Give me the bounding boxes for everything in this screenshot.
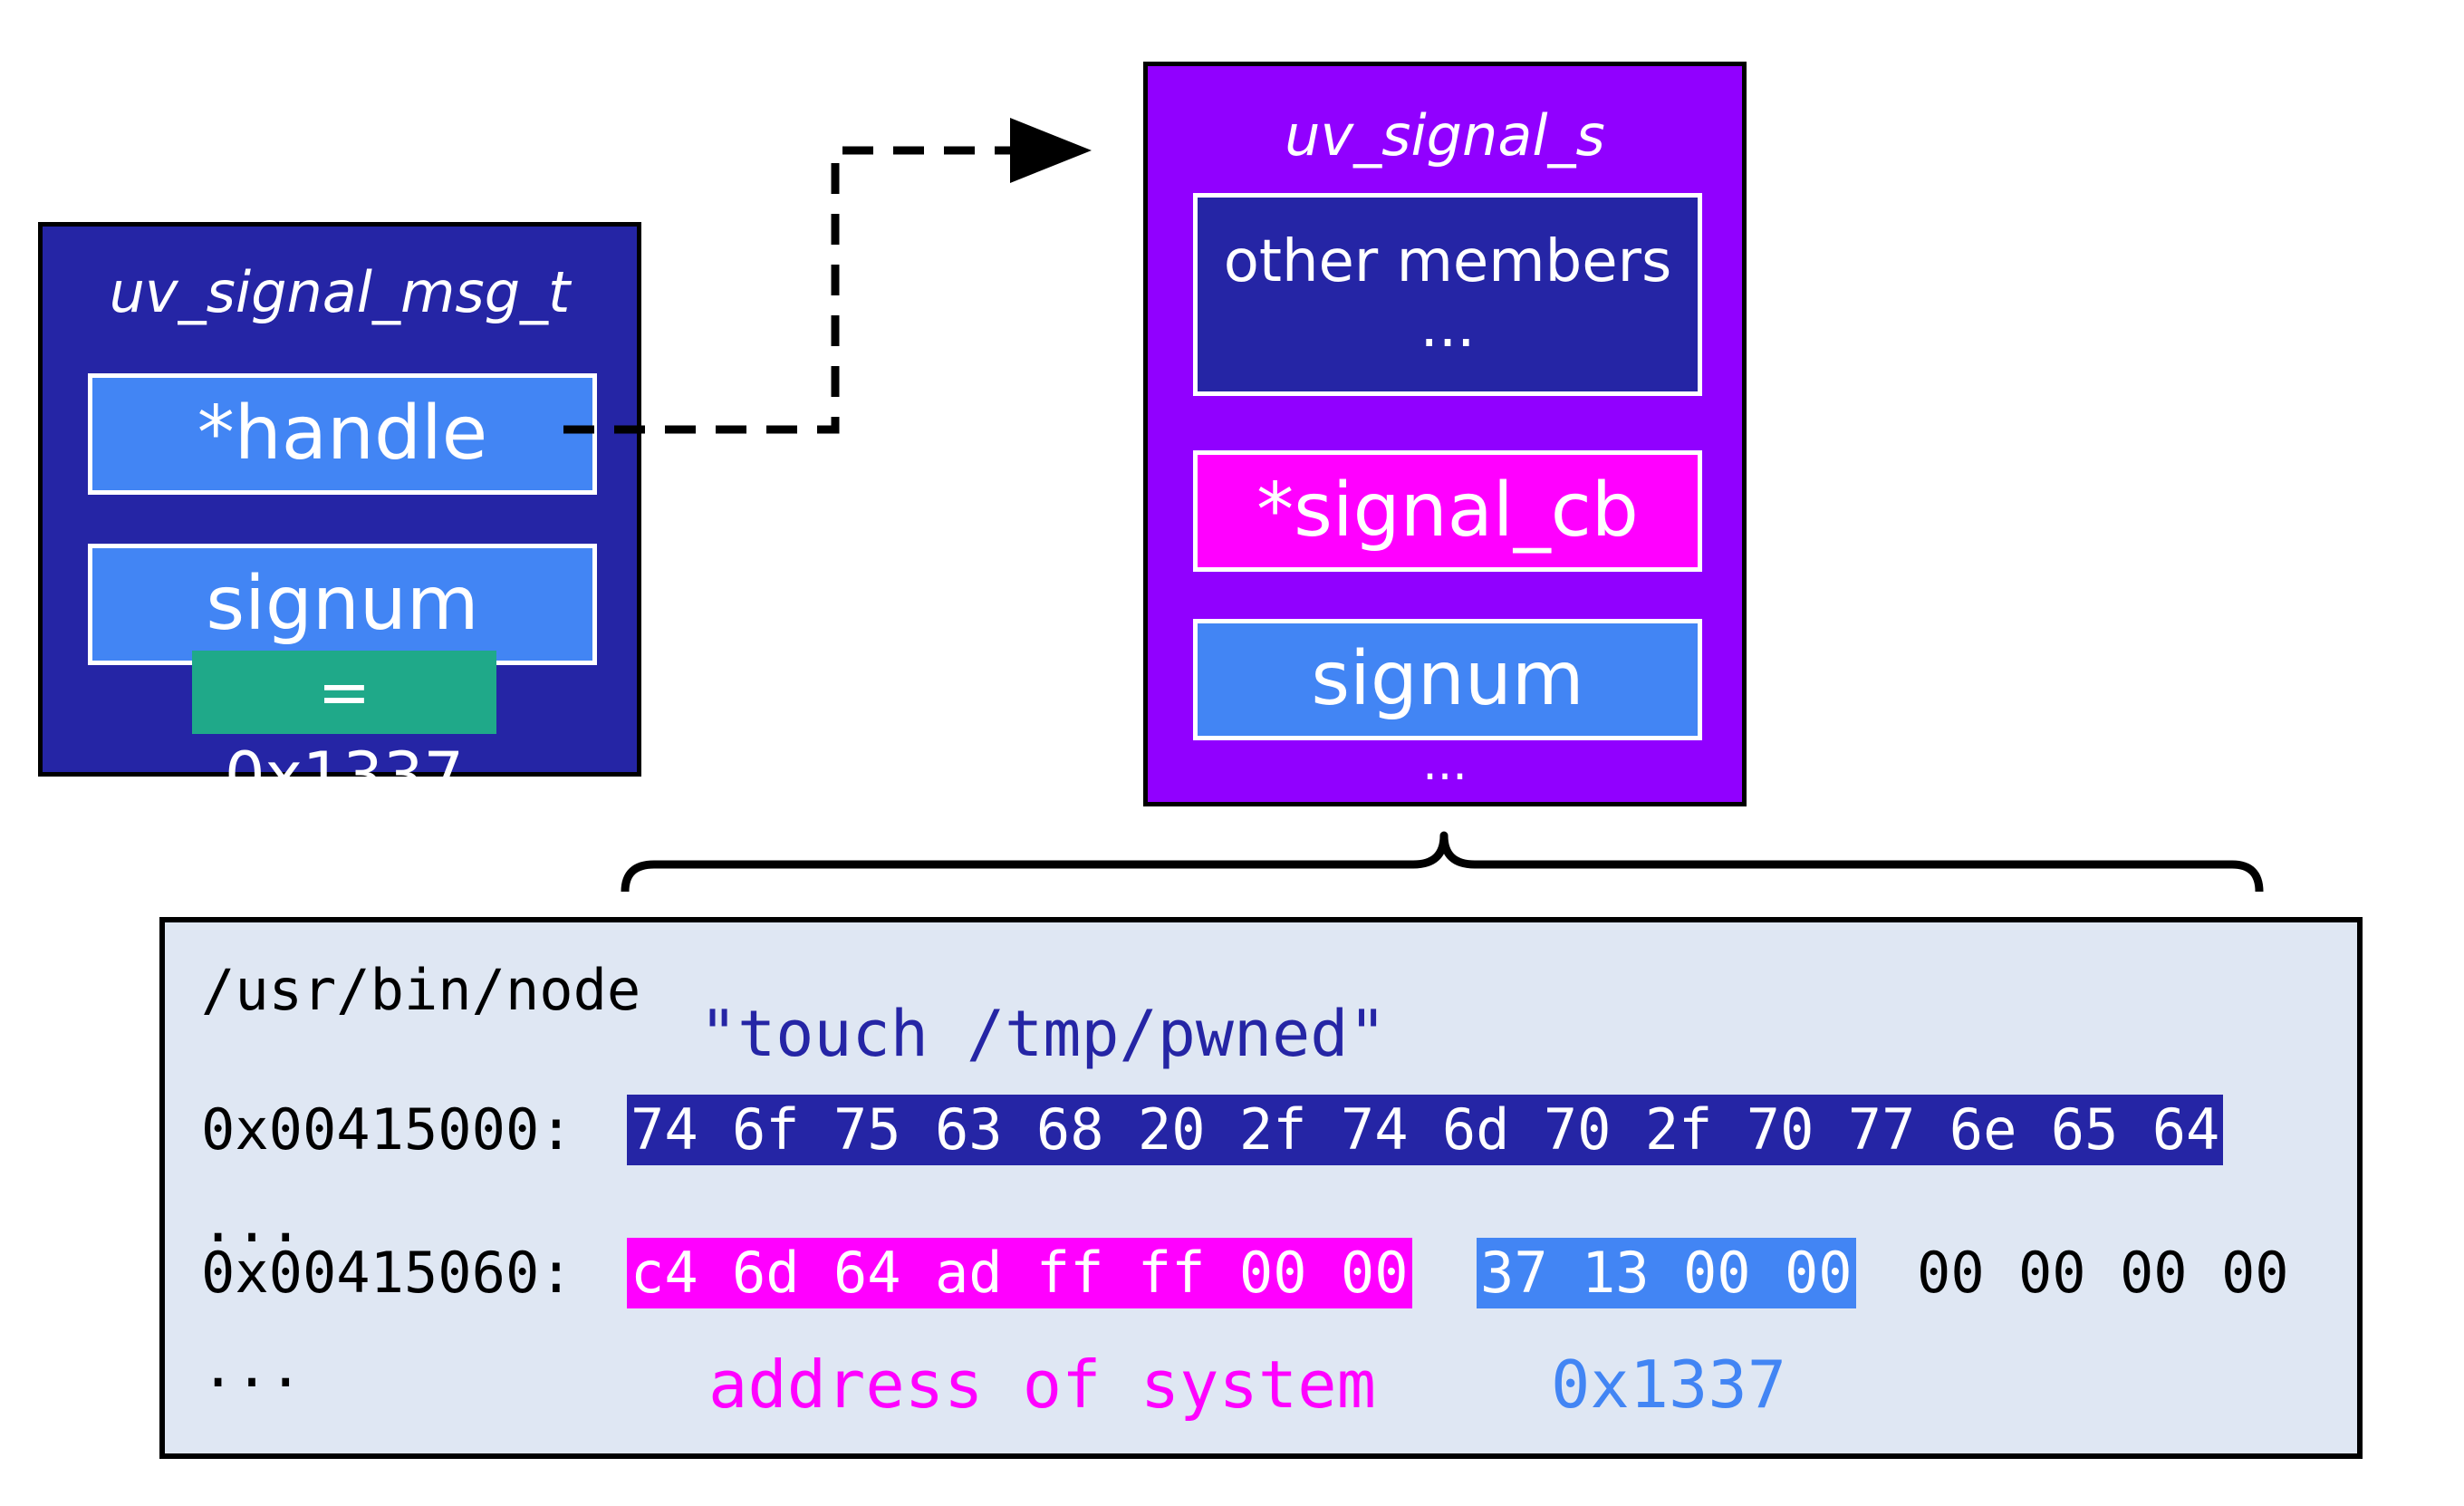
signal-struct-ellipsis: ...	[1422, 737, 1468, 791]
signal-struct-title: uv_signal_s	[1285, 102, 1605, 169]
signal-cb-field: *signal_cb	[1193, 450, 1702, 572]
memory-dump-box: /usr/bin/node "touch /tmp/pwned" 0x00415…	[159, 917, 2363, 1459]
row2-bytes-system-address: c4 6d 64 ad ff ff 00 00	[627, 1238, 1412, 1308]
curly-brace	[621, 831, 2264, 893]
signal-signum-field: signum	[1193, 619, 1702, 740]
label-address-of-system: address of system	[708, 1347, 1376, 1423]
other-members-field: other members ...	[1193, 193, 1702, 396]
row2-bytes-signum: 37 13 00 00	[1477, 1238, 1856, 1308]
binary-path: /usr/bin/node	[201, 957, 641, 1023]
row2-address: 0x00415060:	[201, 1240, 573, 1306]
other-members-ellipsis: ...	[1420, 294, 1476, 361]
row2-bytes-rest: 00 00 00 00	[1917, 1240, 2289, 1306]
other-members-label: other members	[1223, 228, 1672, 295]
memory-gap-ellipsis-2: ...	[201, 1334, 303, 1400]
memory-gap-ellipsis: ...	[201, 1189, 303, 1255]
command-string: "touch /tmp/pwned"	[699, 997, 1387, 1071]
msg-signum-value: = 0x1337	[192, 651, 496, 813]
row1-address: 0x00415000:	[201, 1096, 573, 1163]
msg-struct-title: uv_signal_msg_t	[109, 259, 571, 325]
uv-signal-s-struct: uv_signal_s other members ... *signal_cb…	[1143, 62, 1747, 806]
label-signum-value: 0x1337	[1551, 1347, 1787, 1423]
pointer-arrow	[563, 118, 1092, 434]
msg-signum-field: signum	[88, 544, 597, 665]
uv-signal-msg-struct: uv_signal_msg_t *handle signum = 0x1337	[38, 222, 641, 813]
msg-handle-field: *handle	[88, 373, 597, 495]
row1-bytes-command: 74 6f 75 63 68 20 2f 74 6d 70 2f 70 77 6…	[627, 1095, 2224, 1165]
